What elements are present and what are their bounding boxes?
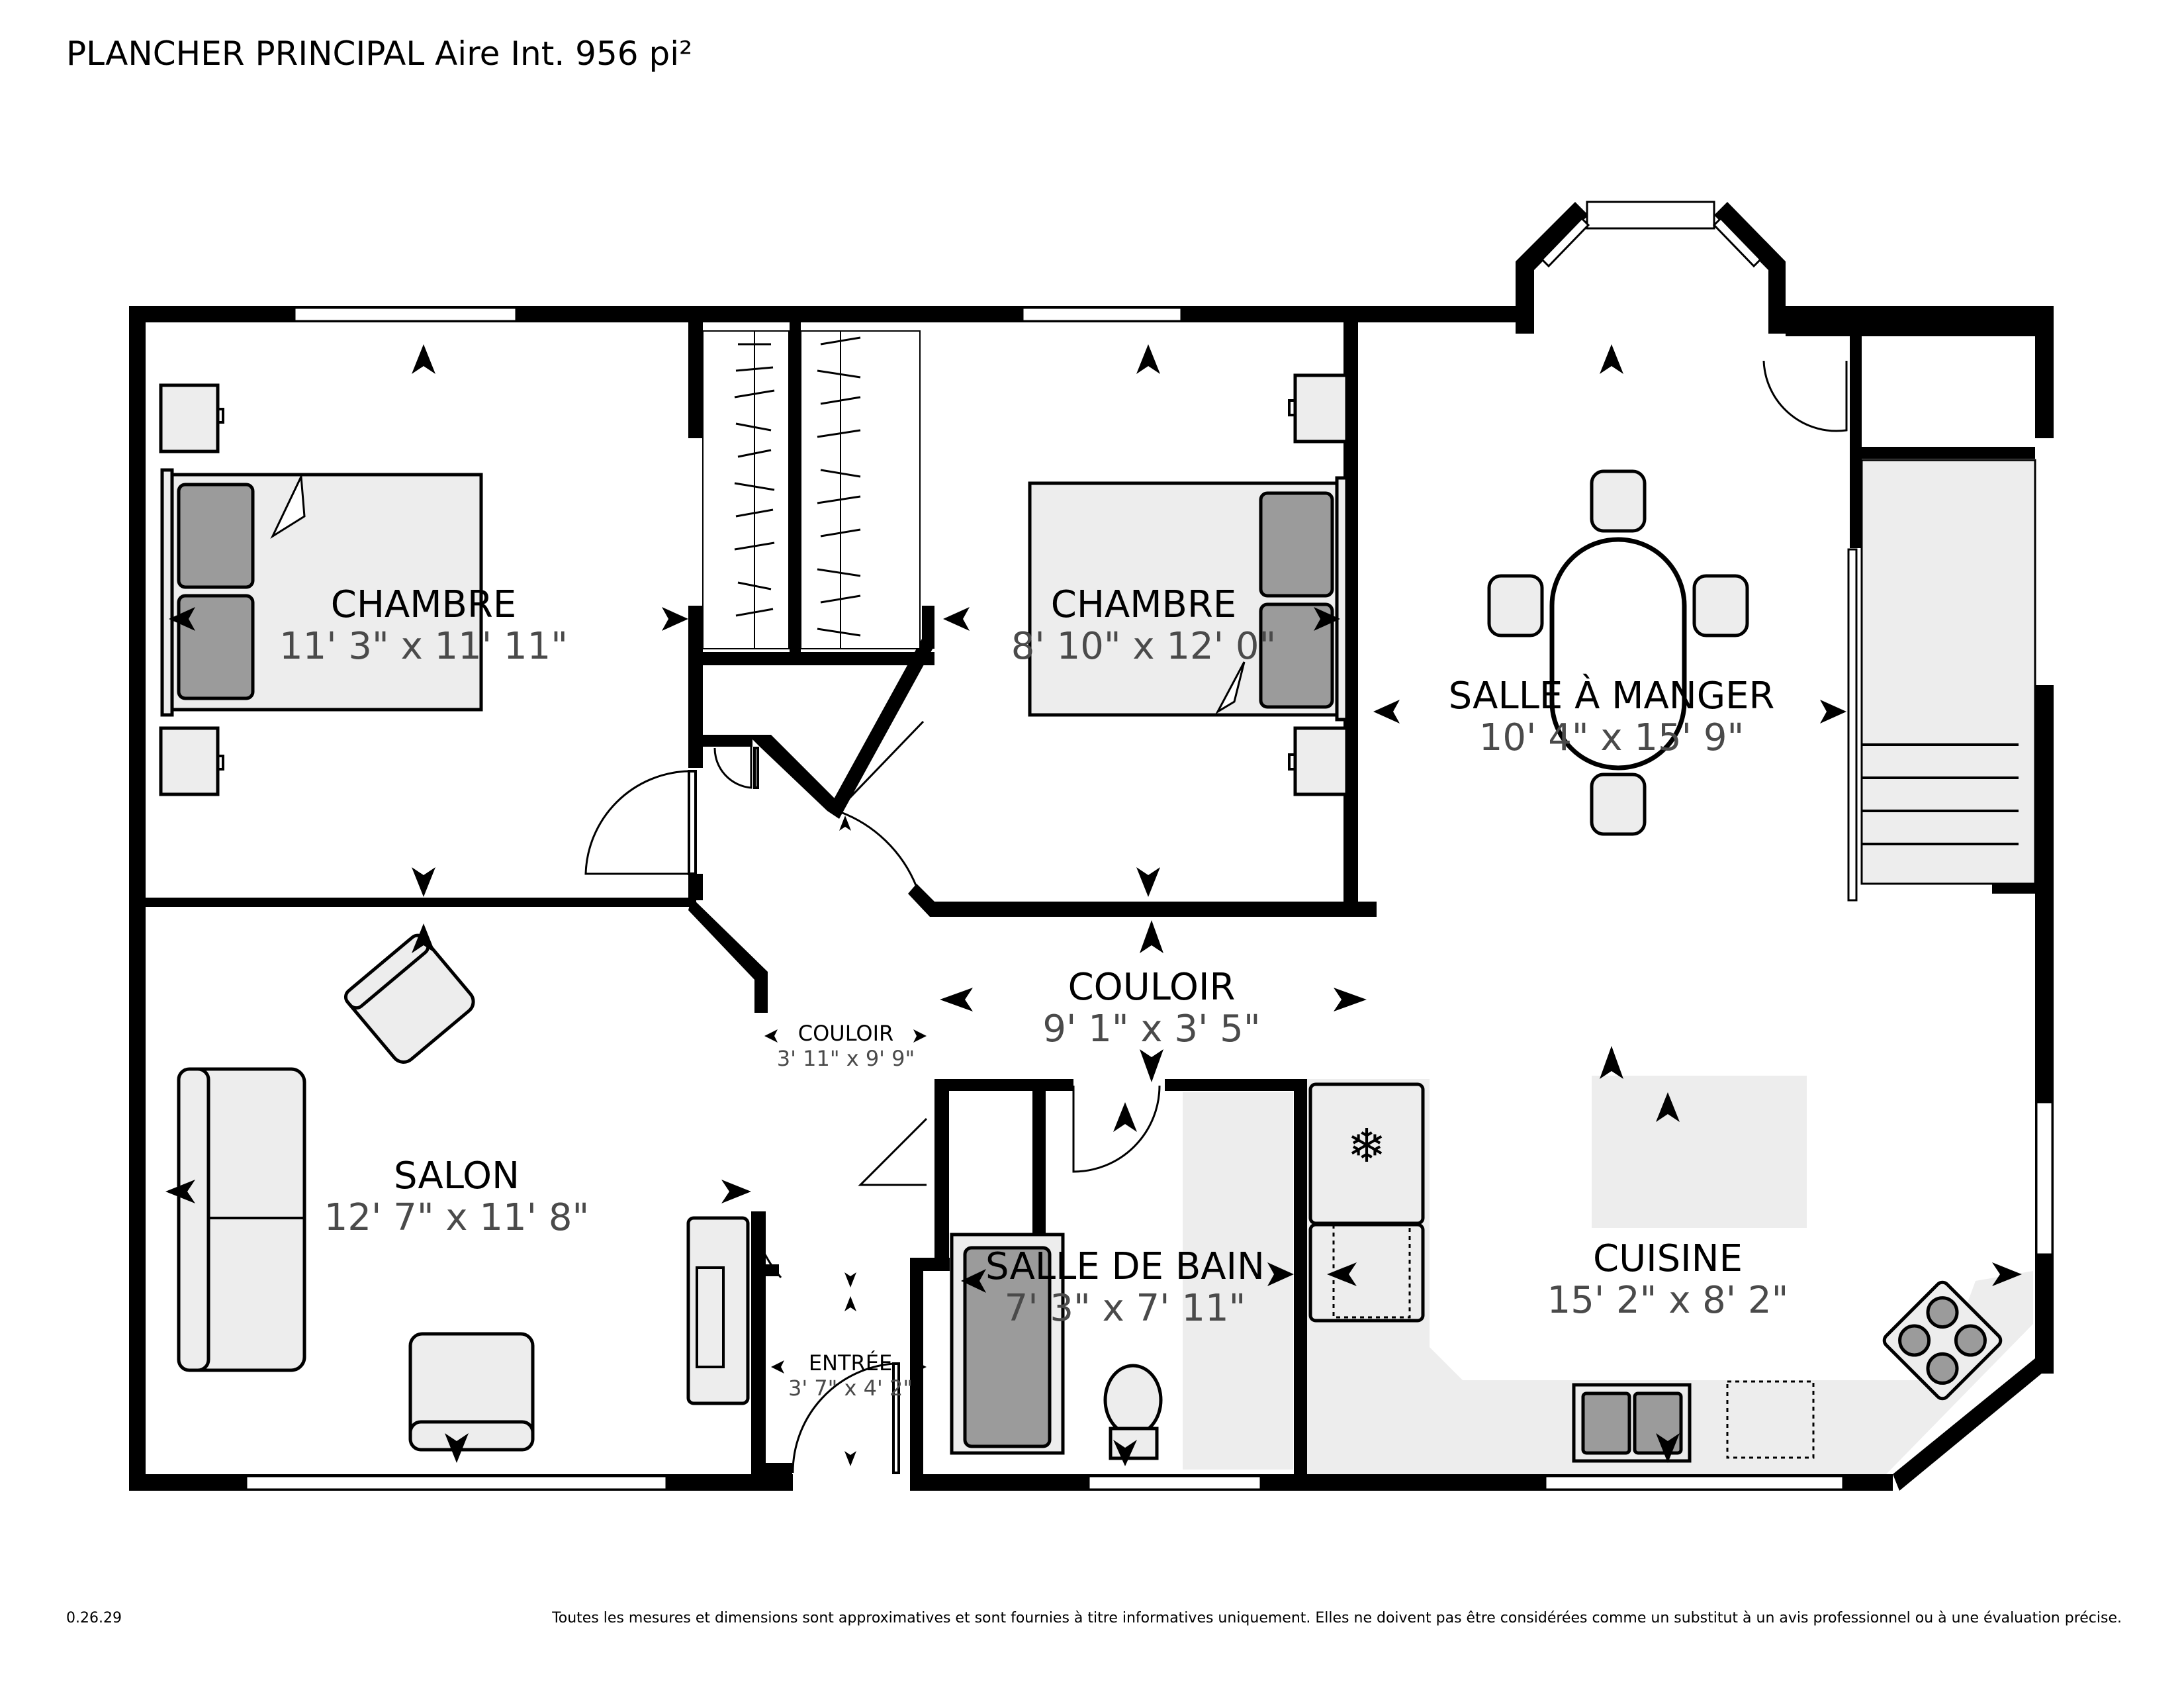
bathroom-fixtures — [950, 1092, 1293, 1470]
room-dimensions: 12' 7" x 11' 8" — [324, 1196, 589, 1239]
room-dimensions: 9' 1" x 3' 5" — [1042, 1008, 1260, 1051]
closets — [702, 330, 921, 649]
room-name: SALON — [394, 1154, 520, 1197]
windows — [245, 201, 2054, 1491]
room-salle-a-manger: SALLE À MANGER 10' 4" x 15' 9" — [1449, 675, 1775, 759]
room-chambre-1: CHAMBRE 11' 3" x 11' 11" — [279, 583, 568, 668]
staircase — [1847, 459, 2036, 902]
room-name: CHAMBRE — [1051, 583, 1237, 626]
room-dimensions: 11' 3" x 11' 11" — [279, 625, 568, 668]
kitchen-fixtures: ❄ — [1307, 1076, 2033, 1474]
room-name: COULOIR — [1068, 966, 1236, 1009]
room-name: SALLE À MANGER — [1449, 675, 1775, 718]
room-name: COULOIR — [798, 1021, 894, 1046]
disclaimer-text: Toutes les mesures et dimensions sont ap… — [552, 1610, 2122, 1626]
room-name: SALLE DE BAIN — [985, 1245, 1265, 1288]
bedroom2-furniture — [1028, 373, 1349, 796]
svg-text:❄: ❄ — [1347, 1119, 1387, 1173]
room-dimensions: 10' 4" x 15' 9" — [1479, 716, 1744, 759]
room-entree: ENTRÉE 3' 7" x 4' 2" — [788, 1350, 913, 1401]
room-name: CUISINE — [1593, 1237, 1743, 1280]
room-couloir-main: COULOIR 9' 1" x 3' 5" — [1042, 966, 1260, 1051]
interior-walls — [146, 322, 2035, 1491]
room-salle-de-bain: SALLE DE BAIN 7' 3" x 7' 11" — [985, 1245, 1265, 1330]
room-dimensions: 3' 11" x 9' 9" — [777, 1046, 915, 1071]
room-labels: CHAMBRE 11' 3" x 11' 11" CHAMBRE 8' 10" … — [279, 583, 1788, 1401]
room-cuisine: CUISINE 15' 2" x 8' 2" — [1547, 1237, 1789, 1322]
room-name: CHAMBRE — [331, 583, 517, 626]
dimension-arrows — [165, 344, 2022, 1466]
room-name: ENTRÉE — [809, 1350, 892, 1376]
dining-furniture — [1487, 469, 1749, 836]
room-dimensions: 3' 7" x 4' 2" — [788, 1376, 913, 1401]
plan-title: PLANCHER PRINCIPAL Aire Int. 956 pi² — [66, 34, 693, 73]
bedroom1-furniture — [159, 383, 483, 796]
room-dimensions: 15' 2" x 8' 2" — [1547, 1279, 1789, 1322]
room-dimensions: 7' 3" x 7' 11" — [1005, 1287, 1246, 1330]
room-chambre-2: CHAMBRE 8' 10" x 12' 0" — [1011, 583, 1276, 668]
version-label: 0.26.29 — [66, 1610, 122, 1626]
room-couloir-small: COULOIR 3' 11" x 9' 9" — [777, 1021, 915, 1071]
room-salon: SALON 12' 7" x 11' 8" — [324, 1154, 589, 1239]
salon-furniture — [177, 933, 750, 1452]
room-dimensions: 8' 10" x 12' 0" — [1011, 625, 1276, 668]
